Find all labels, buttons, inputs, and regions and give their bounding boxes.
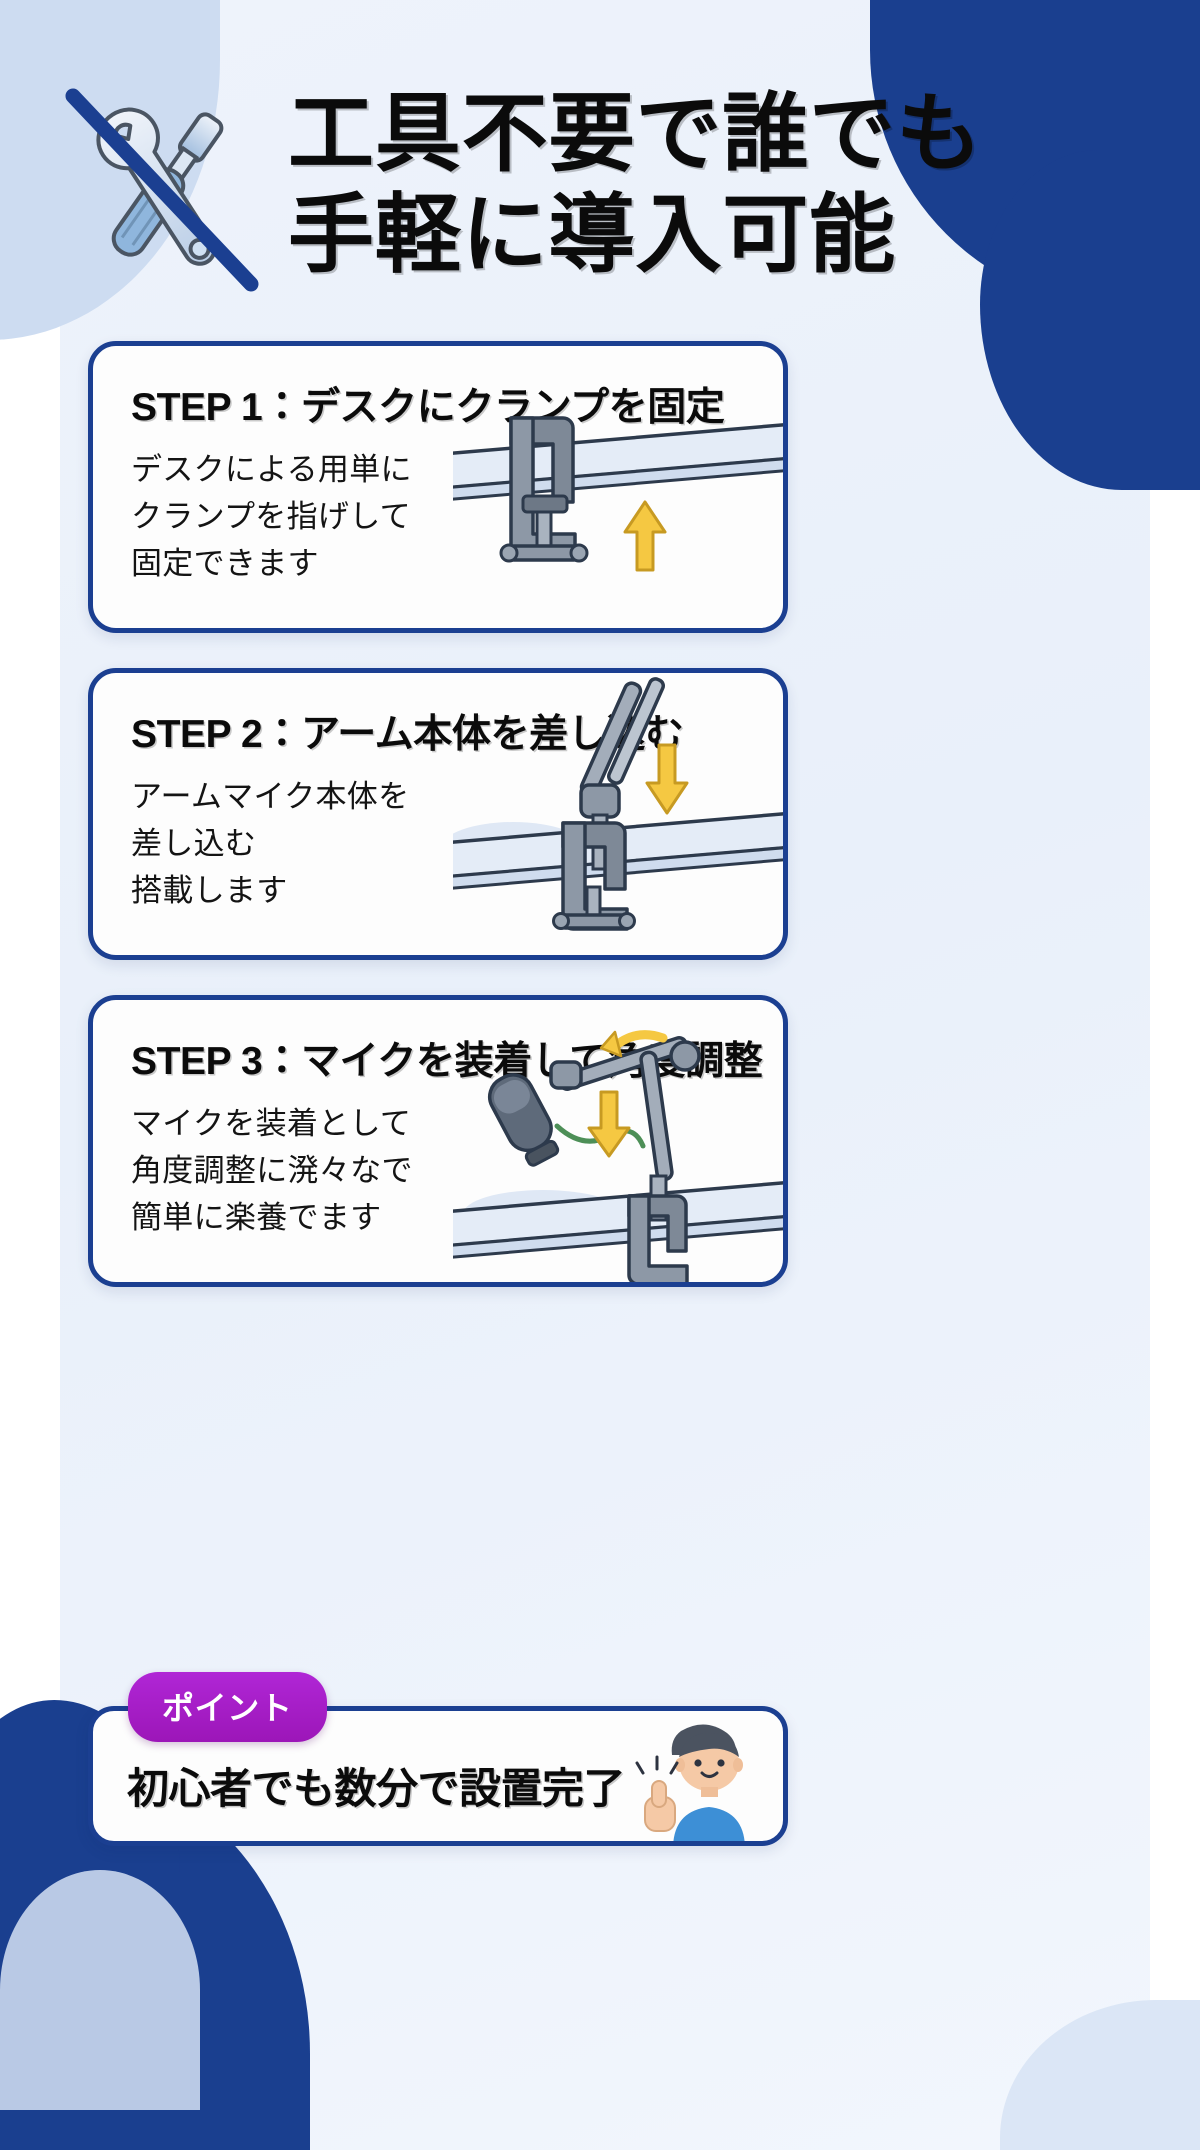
page-title: 工具不要で誰でも 手軽に導入可能 xyxy=(288,86,983,283)
point-text: 初心者でも数分で設置完了 xyxy=(127,1765,625,1812)
desk-clamp-illustration xyxy=(453,346,783,628)
step-card-2[interactable]: STEP 2：アーム本体を差し込む アームマイク本体を 差し込む 搭載します xyxy=(88,668,788,960)
step-2-body: アームマイク本体を 差し込む 搭載します xyxy=(131,779,410,909)
down-arrow xyxy=(587,1090,631,1158)
arm-insert-illustration xyxy=(453,673,783,955)
step-card-1[interactable]: STEP 1：デスクにクランプを固定 デスクによる用単に クランプを指げして 固… xyxy=(88,341,788,633)
step-1-title: STEP 1：デスクにクランプを固定 xyxy=(131,386,725,429)
step-2-title: STEP 2：アーム本体を差し込む xyxy=(131,713,684,756)
point-card[interactable]: 初心者でも数分で設置完了 xyxy=(88,1706,788,1846)
crossed-tools-icon xyxy=(55,84,270,299)
up-arrow xyxy=(623,500,667,572)
point-badge: ポイント xyxy=(128,1672,327,1742)
step-1-body: デスクによる用単に クランプを指げして 固定できます xyxy=(131,452,412,582)
thumbs-up-person-illustration xyxy=(625,1713,775,1841)
mic-angle-illustration xyxy=(453,1000,783,1282)
rotate-arrow xyxy=(599,1030,668,1058)
step-card-3[interactable]: STEP 3：マイクを装着して角度調整 マイクを装着として 角度調整に溌々なで … xyxy=(88,995,788,1287)
soft-blue-blob-bottomleft xyxy=(0,1870,200,2110)
step-3-body: マイクを装着として 角度調整に溌々なで 簡単に楽養でます xyxy=(131,1106,413,1236)
down-arrow xyxy=(645,743,689,815)
header: 工具不要で誰でも 手軽に導入可能 xyxy=(55,78,1075,299)
